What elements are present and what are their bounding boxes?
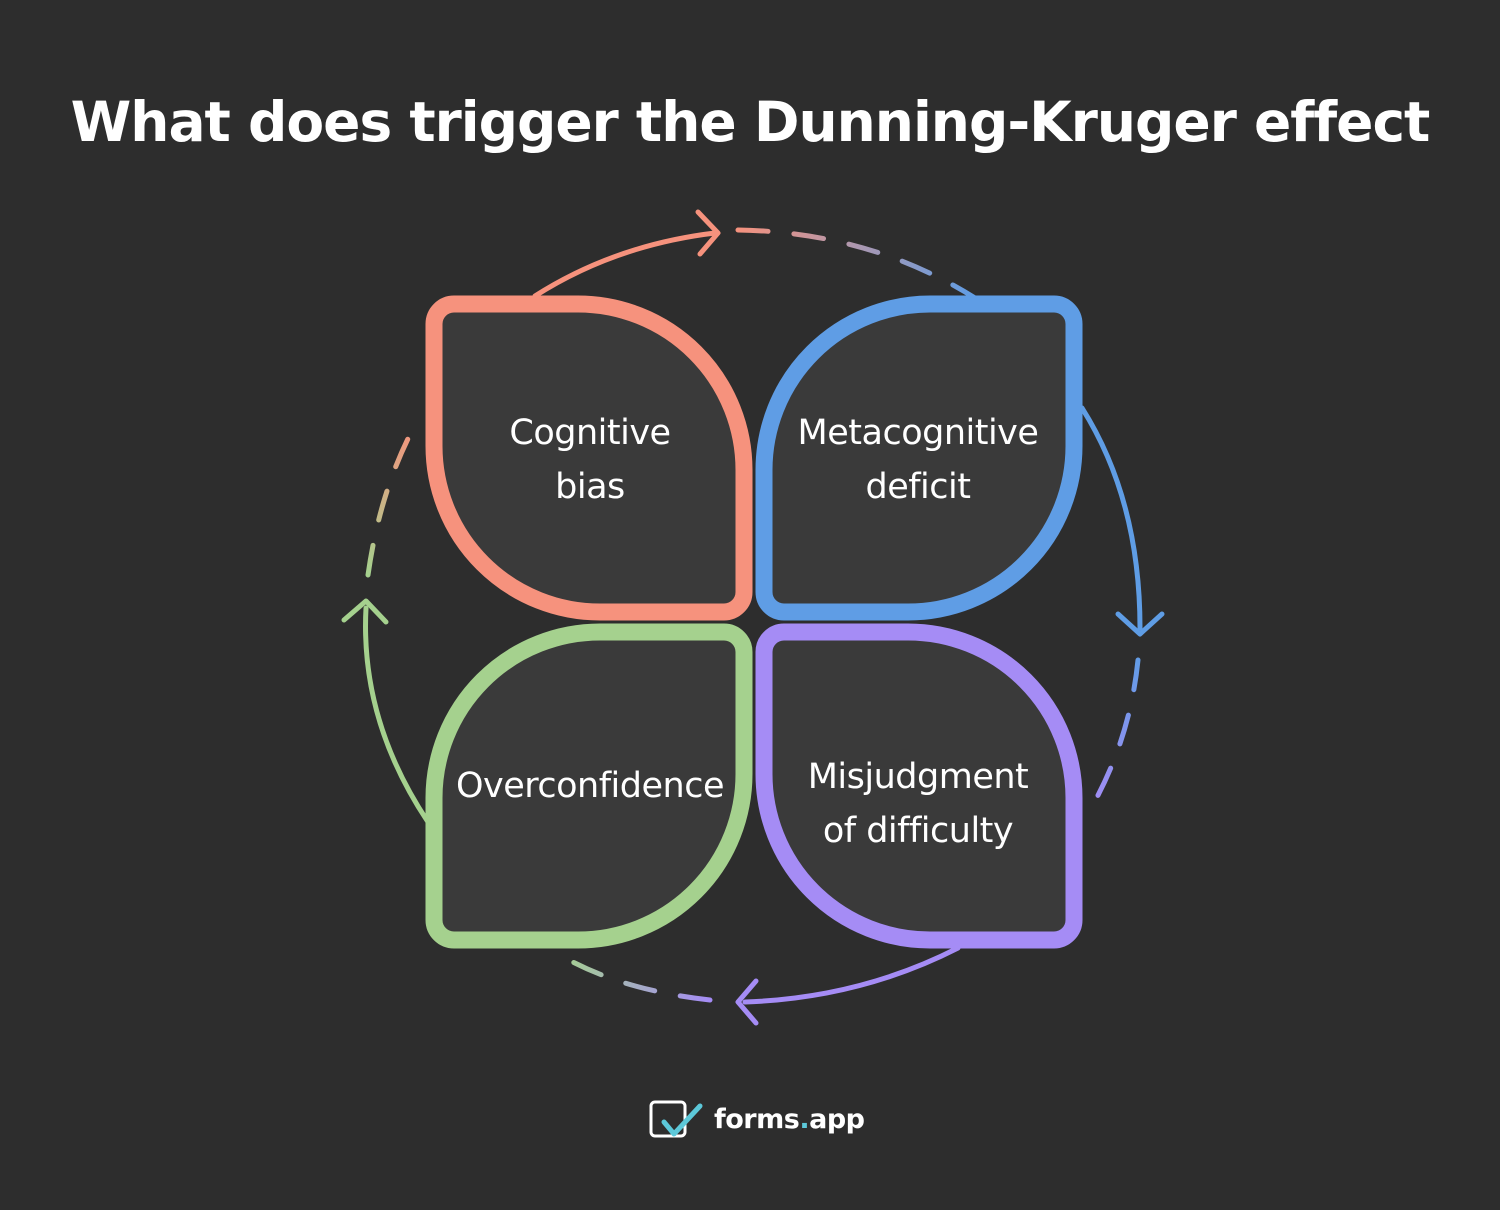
petal-label-line: Misjudgment [807, 757, 1029, 797]
chevron-right-icon [695, 209, 721, 257]
brand: forms.app [648, 1098, 865, 1142]
petal-cognitive-bias [425, 295, 753, 621]
petal-label-misjudgment-of-difficulty: Misjudgment of difficulty [778, 664, 1058, 944]
arrow-dashed-segment [365, 422, 418, 578]
arrow-overconfidence-to-cognitive [341, 422, 431, 825]
arrow-solid-segment [532, 230, 718, 299]
petal-label-line: Overconfidence [455, 766, 725, 806]
petal-label-line: of difficulty [822, 811, 1014, 851]
chevron-left-icon [735, 978, 759, 1026]
petal-label-line: bias [555, 467, 625, 507]
brand-name-suffix: app [809, 1104, 865, 1135]
petal-overconfidence [425, 623, 753, 949]
chevron-down-icon [1115, 611, 1165, 637]
arrow-dashed-segment [735, 227, 978, 301]
arrow-metacognitive-to-misjudgment [1079, 405, 1165, 813]
petal-metacognitive-deficit [755, 295, 1083, 621]
arrow-dashed-segment [557, 952, 713, 1003]
arrow-misjudgment-to-overconfidence [557, 945, 961, 1026]
arrow-solid-segment [1079, 405, 1143, 631]
brand-dot: . [799, 1104, 810, 1135]
brand-name: forms.app [714, 1098, 865, 1142]
petal-label-overconfidence: Overconfidence [450, 646, 730, 926]
petal-label-metacognitive-deficit: Metacognitive deficit [778, 320, 1058, 600]
petal-label-line: Cognitive [509, 413, 671, 453]
forms-app-logo-icon [649, 1100, 703, 1138]
arrow-solid-segment [363, 605, 431, 825]
arrow-solid-segment [742, 945, 961, 1005]
petal-label-line: deficit [865, 467, 971, 507]
petal-label-line: Metacognitive [797, 413, 1039, 453]
page-title: What does trigger the Dunning-Kruger eff… [70, 90, 1431, 154]
arrow-dashed-segment [1087, 657, 1141, 813]
brand-name-main: forms [714, 1104, 800, 1135]
chevron-up-icon [341, 598, 389, 625]
petal-misjudgment-of-difficulty [755, 623, 1083, 949]
arrow-cognitive-to-metacognitive [532, 209, 978, 301]
petal-label-cognitive-bias: Cognitive bias [450, 320, 730, 600]
